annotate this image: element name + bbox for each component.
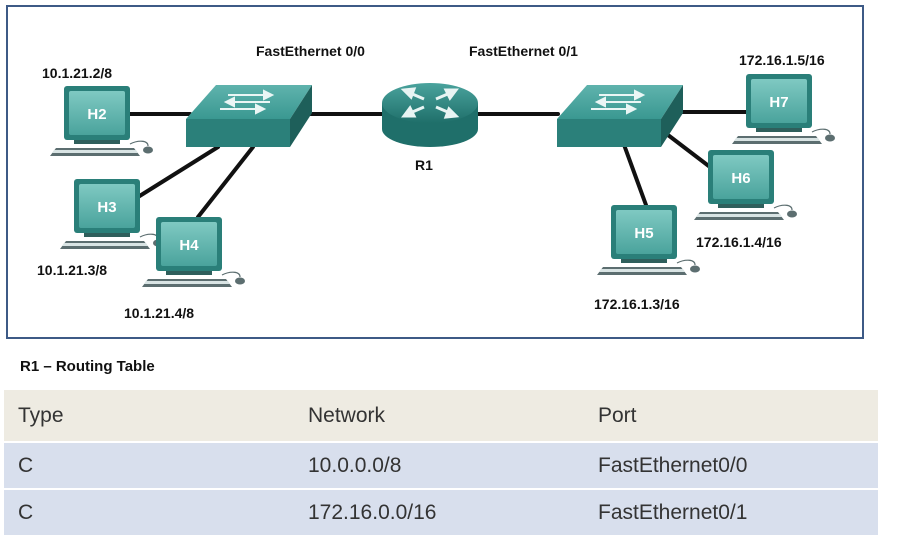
row-1-type: C [4,443,294,488]
host-h7-label: H7 [769,94,788,111]
routing-table-header-row: Type Network Port [4,390,878,441]
host-h3[interactable]: H3 [59,178,164,250]
table-row: C 10.0.0.0/8 FastEthernet0/0 [4,443,878,488]
link-h4-sw1 [196,145,255,219]
switch-2[interactable] [557,85,683,147]
row-2-port: FastEthernet0/1 [584,490,878,535]
link-sw2-h6 [666,133,712,169]
table-row: C 172.16.0.0/16 FastEthernet0/1 [4,490,878,535]
host-h4[interactable]: H4 [141,216,246,288]
host-h5[interactable]: H5 [596,204,701,276]
host-h7-ip: 172.16.1.5/16 [739,52,825,68]
router-r1-icon[interactable] [382,83,478,147]
link-sw2-h5 [621,140,648,207]
header-type: Type [4,390,294,441]
network-links [128,110,758,219]
host-h6[interactable]: H6 [693,149,798,221]
host-h2-ip: 10.1.21.2/8 [42,65,112,81]
header-network: Network [294,390,584,441]
row-2-network: 172.16.0.0/16 [294,490,584,535]
host-h6-label: H6 [731,170,750,187]
row-1-network: 10.0.0.0/8 [294,443,584,488]
host-h5-ip: 172.16.1.3/16 [594,296,680,312]
routing-table-caption: R1 – Routing Table [20,358,155,375]
host-h3-label: H3 [97,199,116,216]
host-h7[interactable]: H7 [731,73,836,145]
interface-fa00-label: FastEthernet 0/0 [256,43,365,59]
host-h6-ip: 172.16.1.4/16 [696,234,782,250]
host-h2-label: H2 [87,106,106,123]
host-h2[interactable]: H2 [49,85,154,157]
interface-fa01-label: FastEthernet 0/1 [469,43,578,59]
row-2-type: C [4,490,294,535]
host-h4-label: H4 [179,237,199,254]
host-h4-ip: 10.1.21.4/8 [124,305,194,321]
row-1-port: FastEthernet0/0 [584,443,878,488]
network-topology-diagram: H2 H3 H4 H5 H6 H7 FastEthernet 0/0 FastE… [6,5,864,339]
host-h5-label: H5 [634,225,653,242]
host-h3-ip: 10.1.21.3/8 [37,262,107,278]
topology-svg: H2 H3 H4 H5 H6 H7 FastEthernet 0/0 FastE… [37,43,836,321]
header-port: Port [584,390,878,441]
link-h3-sw1 [136,145,220,199]
routing-table: Type Network Port C 10.0.0.0/8 FastEther… [4,388,878,537]
router-r1-label: R1 [415,157,433,173]
switch-1[interactable] [186,85,312,147]
